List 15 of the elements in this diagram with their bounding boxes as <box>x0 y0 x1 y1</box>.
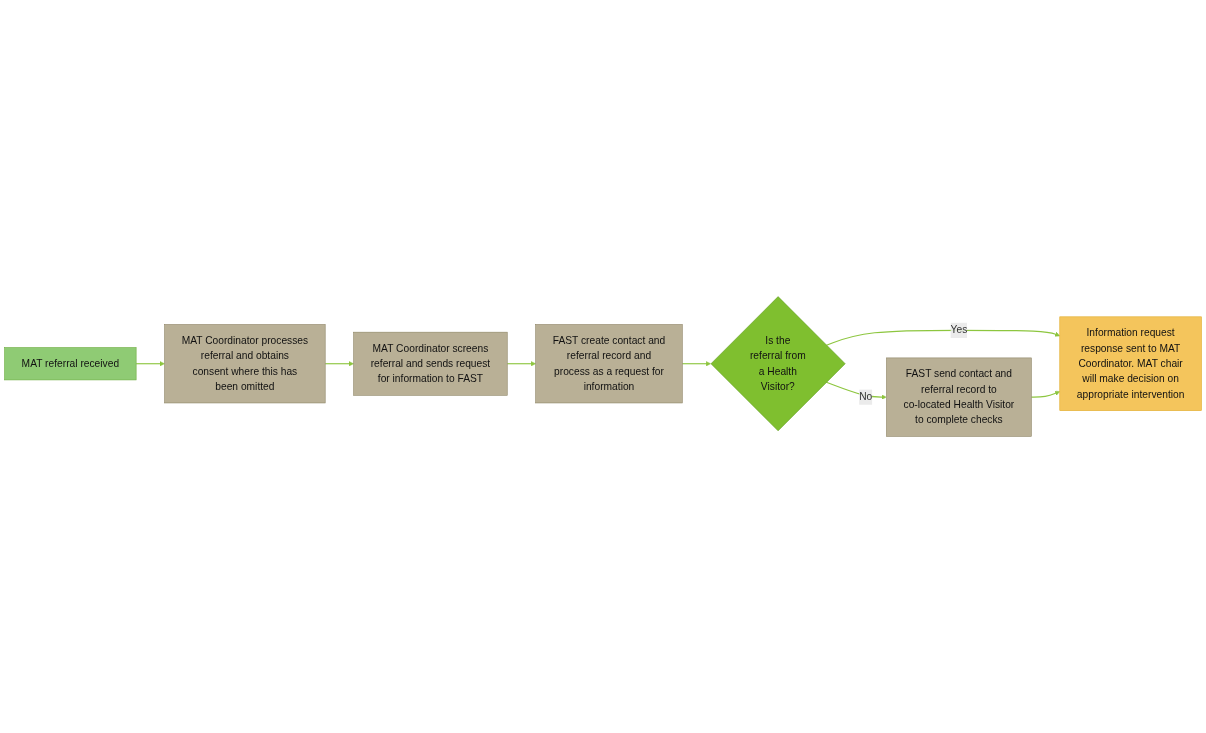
node-box: MAT Coordinator processes referral and obtains consent where this has been omitted <box>164 324 326 404</box>
node-box: FAST create contact and referral record and process as a request for information <box>535 324 683 404</box>
node-box: MAT Coordinator screens referral and sends request for information to FAST <box>353 331 508 396</box>
arrow <box>324 361 354 367</box>
edge-label: No <box>859 391 873 403</box>
arrow <box>506 361 536 367</box>
node-box: MAT referral received <box>4 347 137 381</box>
node-box: FAST send contact and referral record to co-located Health Visitor to complete checks <box>886 357 1032 437</box>
node-box: Information request response sent to MAT Coordinator. MAT chair will make decision on appropriate intervention <box>1059 316 1202 411</box>
arrow <box>681 361 711 367</box>
arrow <box>1030 390 1060 398</box>
arrow <box>825 329 1060 346</box>
edge-label: Yes <box>950 324 968 336</box>
node-diamond: Is the referral from a Health Visitor? <box>710 296 846 432</box>
arrow <box>135 361 165 367</box>
